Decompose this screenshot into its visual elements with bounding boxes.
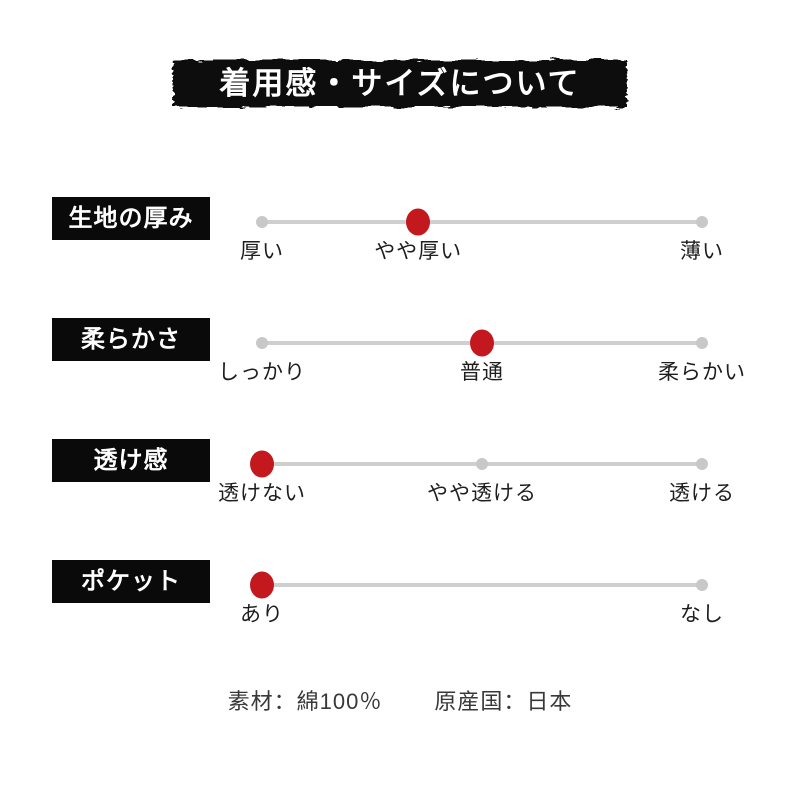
attribute-label-box: 柔らかさ (52, 318, 210, 361)
option-label: しっかり (218, 361, 306, 384)
option-dot (476, 458, 488, 470)
option-label: やや厚い (374, 240, 463, 263)
option-dot (696, 579, 708, 591)
option-dot (256, 337, 268, 349)
attribute-label-box: ポケット (52, 560, 210, 603)
option-dot (696, 216, 708, 228)
option-label: 柔らかい (658, 361, 746, 384)
slider-track (262, 220, 702, 224)
selected-option-dot (250, 571, 274, 599)
option-label: 透けない (218, 482, 306, 505)
slider-track (262, 583, 702, 587)
option-dot (256, 216, 268, 228)
origin-text: 原産国：日本 (434, 689, 573, 714)
title-banner: 着用感・サイズについて (168, 56, 632, 111)
option-label: やや透ける (427, 482, 537, 505)
attribute-label-box: 透け感 (52, 439, 210, 482)
option-label: なし (680, 603, 724, 626)
option-dot (696, 458, 708, 470)
page-title: 着用感・サイズについて (219, 66, 581, 101)
material-text: 素材：綿100％ (227, 689, 383, 714)
selected-option-dot (470, 329, 494, 357)
option-dot (696, 337, 708, 349)
option-label: 透ける (669, 482, 735, 505)
banner-brush-background (173, 60, 627, 107)
option-label: 薄い (680, 240, 724, 263)
option-label: 厚い (240, 240, 284, 263)
option-label: 普通 (460, 361, 504, 384)
option-label: あり (240, 603, 284, 626)
selected-option-dot (250, 450, 274, 478)
attribute-label-box: 生地の厚み (52, 197, 210, 240)
footer-info: 素材：綿100％ 原産国：日本 (0, 684, 800, 716)
selected-option-dot (406, 208, 431, 236)
